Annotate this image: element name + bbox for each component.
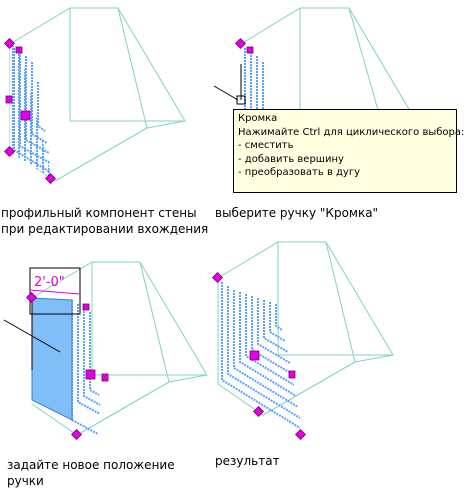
wall-profile-hatch <box>221 282 301 429</box>
grip-marker-icon[interactable] <box>44 172 57 185</box>
grip-marker-icon[interactable] <box>246 46 254 54</box>
wall-profile-hatch <box>244 48 264 110</box>
caption-step-2: выберите ручку "Кромка" <box>215 206 379 220</box>
panel-3-drag-grip: 2'-0" <box>3 261 208 441</box>
grip-marker-icon[interactable] <box>3 145 16 158</box>
tooltip-hint: Нажимайте Ctrl для циклического выбора: <box>238 126 465 138</box>
caption-step-4: результат <box>215 454 280 468</box>
grip-marker-icon[interactable] <box>288 370 296 379</box>
tooltip-title: Кромка <box>238 113 278 124</box>
dimension-annotation: 2'-0" <box>29 267 81 315</box>
grip-marker-icon[interactable] <box>249 350 260 361</box>
caption-step-1-line-1: профильный компонент стены <box>1 206 197 220</box>
panel-4-result <box>211 241 394 441</box>
cursor-crosshair-icon <box>3 300 61 370</box>
panel-1-wall-profile <box>3 7 186 185</box>
grip-marker-icon[interactable] <box>252 405 265 418</box>
panel-2-select-edge-grip <box>213 7 417 122</box>
tooltip-option-convert-arc: - преобразовать в дугу <box>238 167 361 179</box>
caption-step-1-line-2: при редактировании вхождения <box>1 222 209 236</box>
wall-profile-hatch <box>10 44 52 178</box>
grip-marker-icon[interactable] <box>25 291 38 304</box>
caption-step-3-line-2: ручки <box>7 474 44 488</box>
grip-marker-icon[interactable] <box>3 37 16 50</box>
dimension-value: 2'-0" <box>34 275 65 290</box>
grip-marker-icon[interactable] <box>101 373 109 382</box>
grip-tooltip: Кромка Нажимайте Ctrl для циклического в… <box>233 109 465 193</box>
grip-marker-icon[interactable] <box>5 95 13 104</box>
grip-marker-icon[interactable] <box>15 46 23 54</box>
grip-marker-icon[interactable] <box>82 303 90 311</box>
grip-markers[interactable] <box>3 37 57 185</box>
grip-marker-icon[interactable] <box>85 369 96 380</box>
wireframe-box <box>240 7 417 122</box>
wireframe-box <box>217 241 394 416</box>
grip-markers[interactable] <box>234 37 254 54</box>
tooltip-option-add-vertex: - добавить вершину <box>238 153 344 165</box>
grip-marker-icon[interactable] <box>294 428 307 441</box>
grip-marker-icon[interactable] <box>211 271 224 284</box>
grip-markers[interactable] <box>25 291 109 441</box>
tooltip-option-offset: - сместить <box>238 140 294 152</box>
selected-edge-surface <box>31 297 73 421</box>
grip-marker-icon[interactable] <box>20 110 31 121</box>
caption-step-3-line-1: задайте новое положение <box>7 458 175 472</box>
grip-markers[interactable] <box>211 271 307 441</box>
grip-marker-icon[interactable] <box>234 37 247 50</box>
cursor-crosshair-icon <box>213 64 246 105</box>
wall-profile-hatch <box>71 300 101 435</box>
grip-marker-icon[interactable] <box>70 428 83 441</box>
